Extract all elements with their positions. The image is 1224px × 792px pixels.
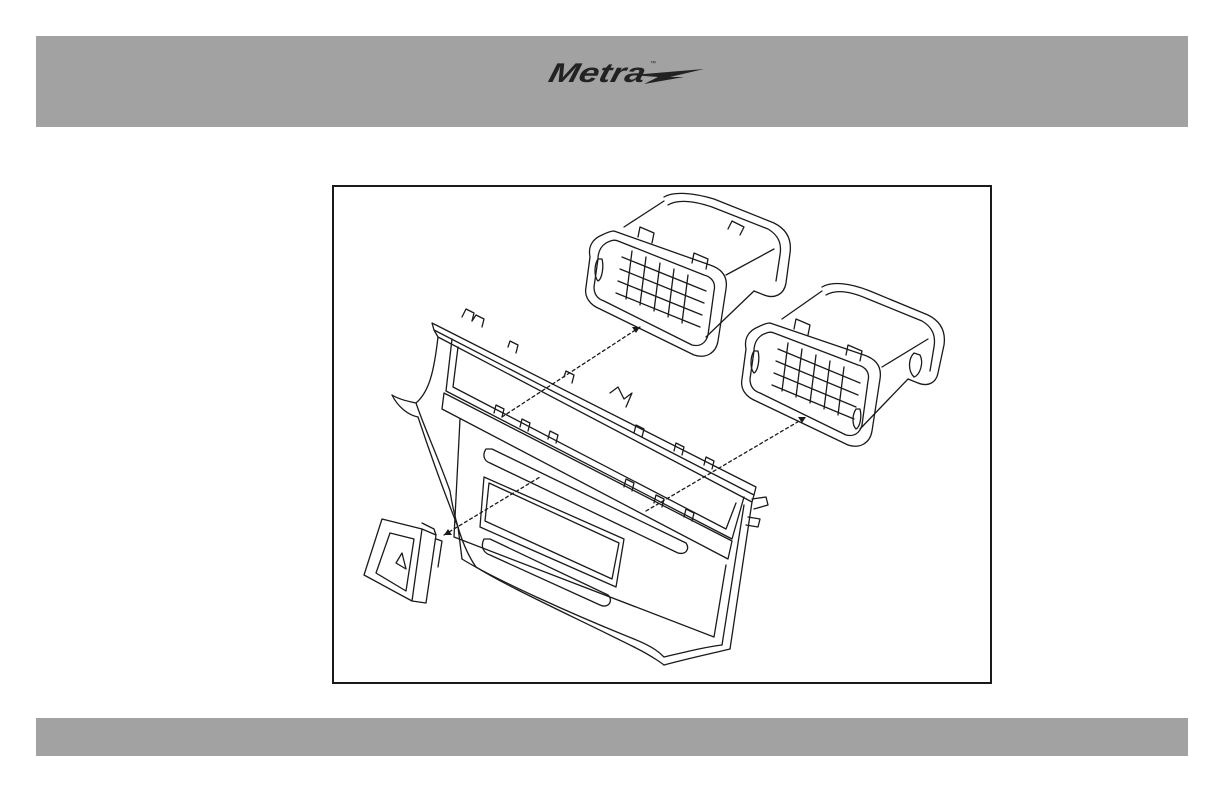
metra-logo: Metra ™ [548,55,708,91]
figure-drawing [334,187,990,682]
footer-bar [36,718,1188,756]
dash-bezel [392,309,768,665]
left-air-vent [586,193,791,356]
logo-trademark: ™ [650,60,656,67]
installation-figure [332,185,992,684]
right-air-vent [742,284,945,447]
hazard-switch [364,519,442,603]
logo-text: Metra [548,57,649,88]
